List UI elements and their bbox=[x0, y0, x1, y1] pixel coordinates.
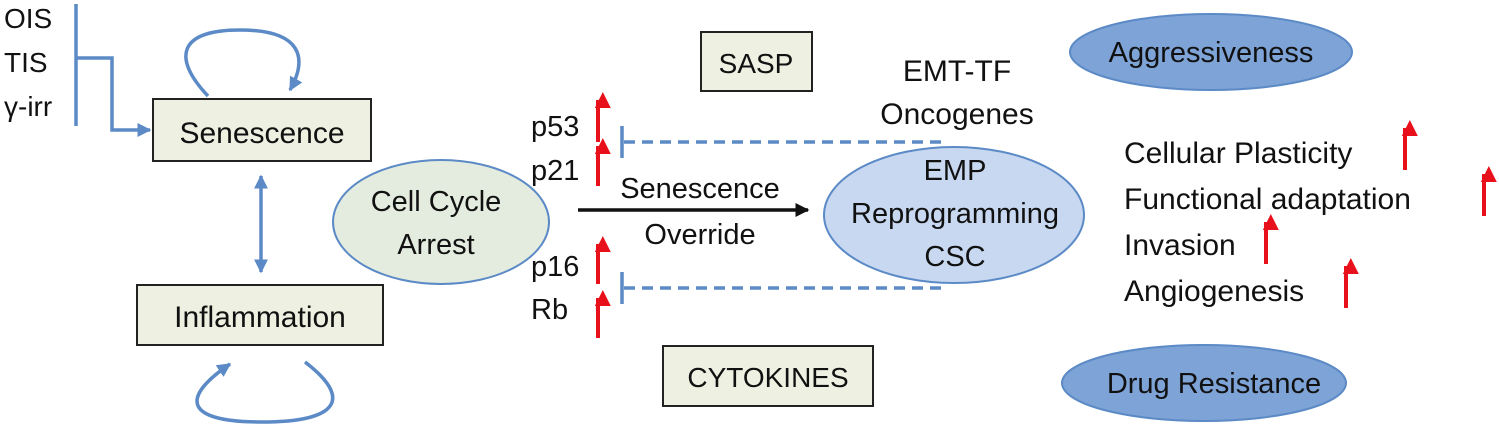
override-line2: Override bbox=[644, 219, 755, 251]
senescence-loop-arrow bbox=[184, 28, 303, 98]
emp-label: EMP bbox=[924, 155, 987, 187]
reprogramming-label: Reprogramming bbox=[851, 198, 1059, 230]
outcome-cellular-plasticity: Cellular Plasticity bbox=[1124, 137, 1352, 170]
aggressiveness-ellipse bbox=[1069, 13, 1353, 91]
drug-resistance-label: Drug Resistance bbox=[1107, 368, 1321, 400]
senescence-box bbox=[152, 98, 372, 162]
sasp-box bbox=[700, 31, 813, 92]
emp-ellipse bbox=[823, 146, 1085, 284]
trigger-to-senescence-arrow bbox=[76, 56, 152, 137]
inflammation-loop-arrow bbox=[195, 360, 335, 424]
inflammation-box bbox=[136, 284, 384, 346]
outcome-functional-adaptation: Functional adaptation bbox=[1124, 183, 1411, 216]
trigger-gamma-irr: γ-irr bbox=[4, 91, 52, 122]
marker-p16: p16 bbox=[531, 251, 579, 283]
cytokines-box bbox=[662, 345, 874, 407]
csc-label: CSC bbox=[924, 241, 985, 273]
emt-tf-label: EMT-TF bbox=[903, 55, 1011, 88]
drug-resistance-ellipse bbox=[1061, 344, 1347, 422]
cell-cycle-arrest-line2: Arrest bbox=[397, 229, 474, 261]
outcome-angiogenesis: Angiogenesis bbox=[1124, 275, 1304, 308]
oncogenes-label: Oncogenes bbox=[880, 98, 1033, 131]
outcome-invasion: Invasion bbox=[1124, 229, 1236, 262]
trigger-tis: TIS bbox=[4, 47, 48, 78]
sasp-label: SASP bbox=[719, 48, 794, 79]
cytokines-label: CYTOKINES bbox=[687, 362, 848, 393]
marker-rb: Rb bbox=[531, 294, 568, 326]
inflammation-label: Inflammation bbox=[174, 301, 346, 334]
cell-cycle-arrest-line1: Cell Cycle bbox=[371, 186, 502, 218]
aggressiveness-label: Aggressiveness bbox=[1109, 37, 1314, 69]
senescence-label: Senescence bbox=[179, 117, 344, 150]
override-line1: Senescence bbox=[620, 173, 780, 205]
cell-cycle-arrest-ellipse bbox=[332, 159, 550, 285]
marker-p21: p21 bbox=[531, 155, 579, 187]
marker-p53: p53 bbox=[531, 111, 579, 143]
trigger-ois: OIS bbox=[4, 3, 52, 34]
